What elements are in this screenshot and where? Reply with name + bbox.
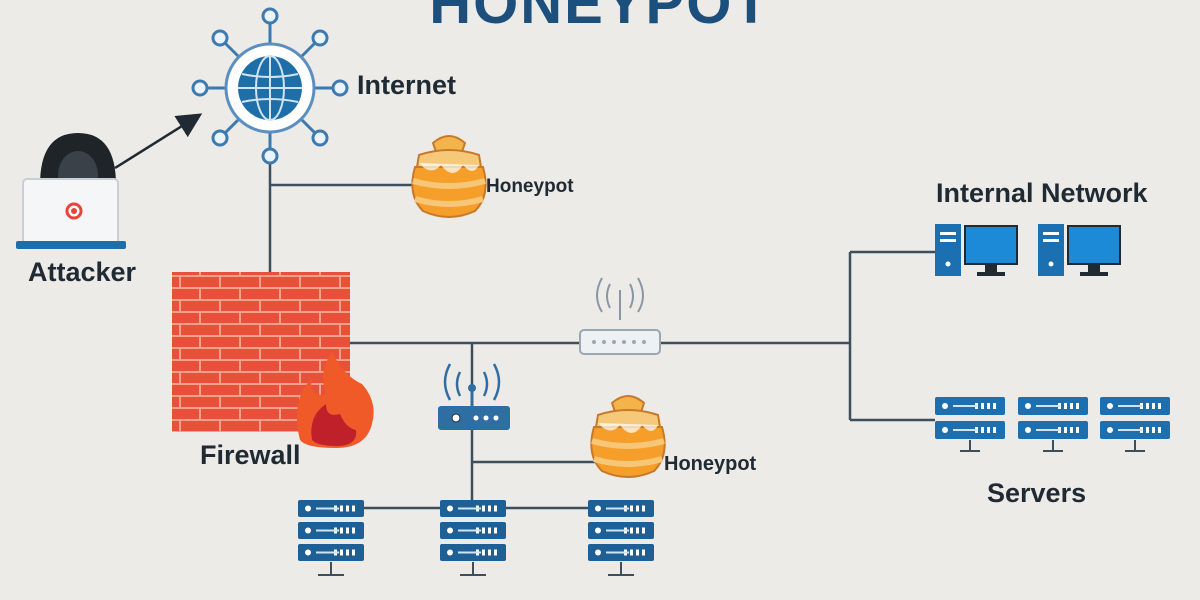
internet-label: Internet (357, 70, 457, 100)
honeypot-icon (411, 135, 487, 218)
workstation-icon (1038, 224, 1121, 276)
honeypot-dmz-label: Honeypot (664, 453, 757, 475)
internal-network-label: Internal Network (936, 178, 1148, 208)
server-rack-icon (935, 397, 1005, 452)
diagram-title: HONEYPOT (429, 0, 771, 36)
globe-icon (191, 7, 349, 165)
attack-arrow (114, 113, 203, 170)
servers-group (935, 397, 1170, 452)
firewall-icon (172, 272, 374, 448)
workstation-icon (935, 224, 1018, 276)
internal-network-workstations (935, 224, 1121, 276)
honeypot-top-label: Honeypot (486, 176, 574, 197)
server-rack-icon (1100, 397, 1170, 452)
server-rack-icon (588, 500, 654, 576)
honeypot-icon (590, 395, 666, 478)
router-icon (438, 363, 510, 430)
servers-label: Servers (987, 478, 1087, 508)
hacker-icon (16, 133, 126, 249)
server-rack-icon (1018, 397, 1088, 452)
dmz-servers-group (298, 500, 654, 576)
server-rack-icon (440, 500, 506, 576)
router-icon (579, 277, 661, 355)
firewall-label: Firewall (200, 440, 301, 470)
server-rack-icon (298, 500, 364, 576)
attacker-label: Attacker (28, 257, 137, 287)
